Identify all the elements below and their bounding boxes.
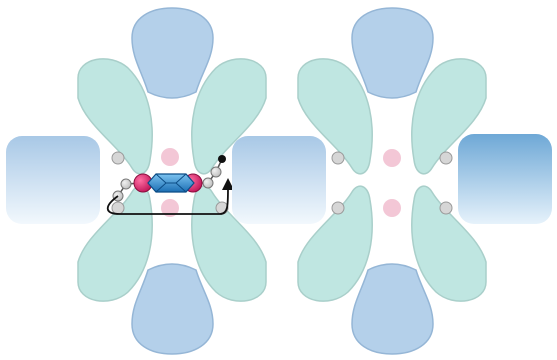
path-arrow <box>106 187 229 215</box>
cap-top-right <box>351 7 434 99</box>
chain-bead-gray <box>210 166 222 178</box>
pink-dot <box>161 148 179 166</box>
pink-dot <box>161 199 179 217</box>
end-marker-dot <box>218 155 226 163</box>
lobe-lower-right-b <box>411 185 487 302</box>
chain-bead-gray <box>120 178 132 190</box>
pink-dot <box>383 199 401 217</box>
cap-bottom-right <box>351 263 434 355</box>
block-center <box>232 136 326 224</box>
gray-dot <box>111 151 125 165</box>
gray-dot <box>331 201 345 215</box>
lobe-upper-right-a <box>297 58 373 175</box>
gray-dot <box>331 151 345 165</box>
gray-dot <box>439 201 453 215</box>
lobe-upper-left-a <box>77 58 153 175</box>
block-left-outer <box>6 136 100 224</box>
lobe-upper-right-b <box>411 58 487 175</box>
gray-dot <box>439 151 453 165</box>
unit-right <box>297 7 552 355</box>
cap-bottom-left <box>131 263 214 355</box>
lobe-upper-left-b <box>191 58 267 175</box>
block-right-outer <box>458 134 552 224</box>
cap-top-left <box>131 7 214 99</box>
lobe-lower-right-a <box>297 185 373 302</box>
rotor-assembly <box>106 155 234 215</box>
hexagonal-cage <box>147 173 195 193</box>
pink-dot <box>383 149 401 167</box>
chain-bead-gray <box>202 177 214 189</box>
gray-dot <box>111 201 125 215</box>
arrow-head-icon <box>222 178 234 190</box>
unit-left <box>6 7 267 355</box>
